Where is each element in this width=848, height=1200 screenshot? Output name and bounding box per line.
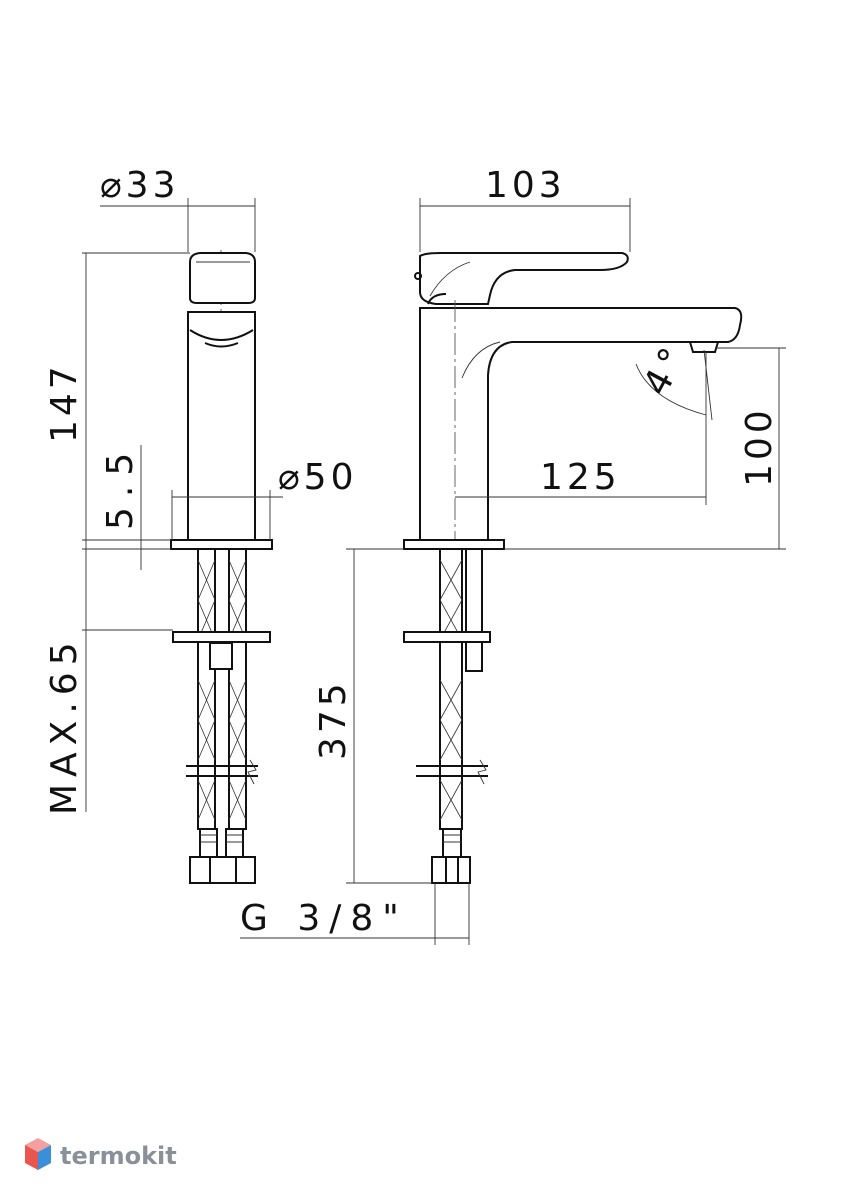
cube-icon <box>25 1138 51 1170</box>
dimension-lines <box>82 198 786 945</box>
dim-max-65: MAX.65 <box>44 635 85 815</box>
dim-width-103: 103 <box>485 165 566 206</box>
dim-reach-125: 125 <box>540 457 621 498</box>
dim-thread-g38: G 3/8" <box>240 898 408 939</box>
dim-height-100: 100 <box>739 406 780 487</box>
dim-diameter-50: ⌀50 <box>278 457 357 498</box>
lever-handle <box>419 252 629 305</box>
dim-angle-4: 4° <box>636 336 697 402</box>
termokit-logo: termokit <box>25 1138 177 1170</box>
faucet-body-side <box>419 307 743 541</box>
front-view <box>170 250 273 884</box>
dim-diameter-33: ⌀33 <box>100 165 179 206</box>
side-view <box>403 252 743 884</box>
dim-height-147: 147 <box>44 362 85 443</box>
base-plate-front <box>170 539 273 550</box>
base-plate-side <box>403 539 505 550</box>
hose-side <box>403 548 491 884</box>
handle-cap <box>189 252 256 304</box>
dim-hose-375: 375 <box>313 679 354 760</box>
dim-base-5-5: 5.5 <box>100 443 141 530</box>
hoses-front <box>172 548 271 884</box>
logo-text: termokit <box>60 1142 177 1170</box>
